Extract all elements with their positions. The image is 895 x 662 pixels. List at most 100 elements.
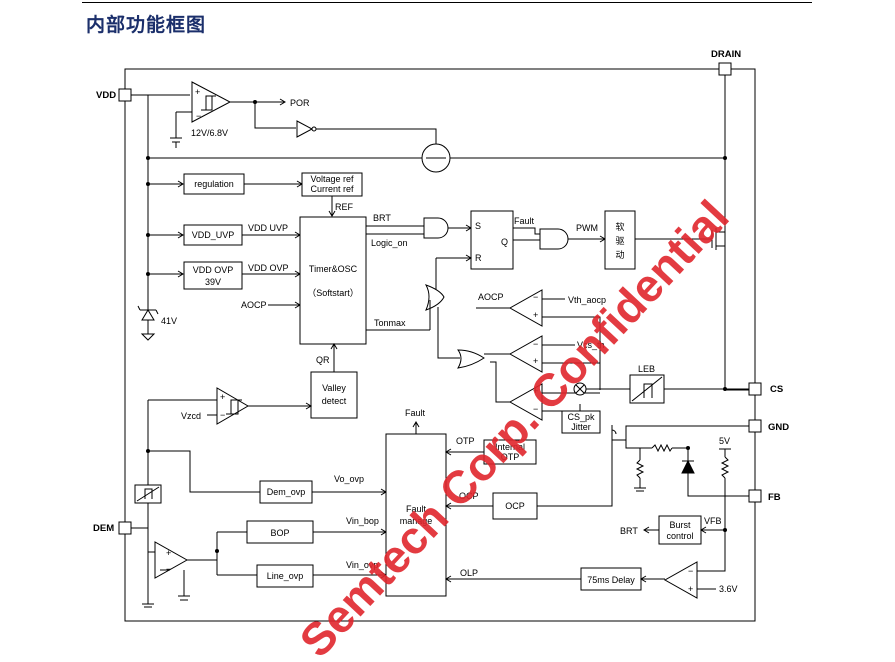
line-ovp-block [256, 564, 314, 588]
zener-diode-icon [137, 305, 159, 341]
ocp-block-label: OCP [505, 501, 525, 511]
internal-otp-label-2: OTP [501, 452, 520, 462]
burst-label: Burst [669, 520, 691, 530]
fb-comparator [663, 561, 698, 599]
header-rule [82, 2, 812, 3]
zener-voltage-label: 41V [161, 316, 177, 326]
five-v-label: 5V [719, 436, 730, 446]
fault-manage-label-1: Fault [406, 504, 427, 514]
pin-fb: FB [748, 489, 781, 503]
uvlo-threshold-label: 12V/6.8V [191, 128, 228, 138]
pin-gnd-label: GND [768, 422, 789, 433]
soft-drive-char-3: 动 [615, 250, 624, 260]
vcs-comparator [508, 335, 543, 373]
sr-s-label: S [475, 221, 481, 231]
svg-text:+: + [195, 87, 200, 97]
delay-label: 75ms Delay [587, 575, 635, 585]
pin-vdd-label: VDD [96, 90, 116, 101]
vdd-uvp-signal: VDD UVP [248, 223, 288, 233]
vcs-th-label: Vcs_th [577, 340, 605, 350]
internal-otp-label-1: Internal [495, 442, 525, 452]
valley-label: Valley [322, 383, 346, 393]
jitter-label: Jitter [571, 422, 591, 432]
cspk-comparator [508, 383, 543, 421]
fb-diode-icon [681, 448, 695, 474]
soft-drive-block [604, 210, 636, 270]
softstart-label: （Softstart） [307, 288, 359, 298]
pin-gnd: GND [748, 419, 789, 433]
current-ref-label: Current ref [310, 184, 354, 194]
timer-osc-label: Timer&OSC [309, 264, 358, 274]
svg-text:−: − [220, 410, 225, 420]
line-ovp-label: Line_ovp [267, 571, 304, 581]
detect-label: detect [322, 396, 347, 406]
svg-text:+: + [533, 356, 538, 366]
vdd-ovp-signal: VDD OVP [248, 263, 289, 273]
vzcd-label: Vzcd [181, 411, 201, 421]
pin-dem: DEM [93, 521, 132, 535]
tonmax-label: Tonmax [374, 318, 406, 328]
pin-drain: DRAIN [711, 49, 741, 76]
vin-ovp-label: Vin_ovp [346, 560, 378, 570]
leb-label: LEB [638, 364, 655, 374]
and-gate-1 [423, 217, 449, 239]
qr-label: QR [316, 355, 330, 365]
page-title: 内部功能框图 [86, 14, 207, 36]
pin-fb-label: FB [768, 492, 781, 503]
svg-text:−: − [533, 404, 538, 414]
por-label: POR [290, 98, 310, 108]
or-gate-2 [457, 349, 485, 369]
brt-top-label: BRT [373, 213, 391, 223]
dem-ovp-label: Dem_ovp [267, 487, 306, 497]
svg-text:+: + [220, 392, 225, 402]
svg-text:+: + [166, 548, 171, 558]
pin-dem-label: DEM [93, 523, 114, 534]
vo-ovp-label: Vo_ovp [334, 474, 364, 484]
uvlo-buffer [296, 120, 440, 151]
svg-text:−: − [533, 339, 538, 349]
fault-manage-label-2: manage [400, 516, 433, 526]
bop-label: BOP [270, 528, 289, 538]
vin-bop-label: Vin_bop [346, 516, 379, 526]
svg-text:−: − [196, 111, 201, 121]
ocp-signal-label: OCP [459, 491, 479, 501]
aocp-output-label: AOCP [478, 292, 504, 302]
aocp-input-label: AOCP [241, 300, 267, 310]
svg-text:+: + [688, 584, 693, 594]
soft-drive-char-2: 驱 [615, 236, 624, 246]
cspk-label: CS_pk [567, 412, 595, 422]
fb-pullup-resistor [720, 456, 730, 479]
pwm-label: PWM [576, 223, 598, 233]
burst-control-block [658, 515, 702, 545]
valley-detect-block [310, 371, 358, 419]
fault-output-label: Fault [405, 408, 426, 418]
and-gate-2 [539, 228, 569, 250]
brt-bottom-label: BRT [620, 526, 638, 536]
vfb-label: VFB [704, 516, 722, 526]
aocp-comparator [508, 289, 543, 327]
pin-vdd: VDD [96, 88, 132, 102]
control-label: control [666, 531, 693, 541]
vdd-uvp-block-label: VDD_UVP [192, 230, 235, 240]
logic-on-label: Logic_on [371, 238, 408, 248]
gnd-shunt-resistor [635, 459, 645, 479]
vdd-ovp-block [183, 261, 243, 290]
svg-text:−: − [166, 564, 171, 574]
regulation-label: regulation [194, 179, 234, 189]
vzcd-comparator [216, 387, 249, 425]
uvlo-comparator: + − [170, 81, 286, 148]
svg-text:−: − [533, 292, 538, 302]
ref-label: REF [335, 202, 354, 212]
sr-q-label: Q [501, 237, 508, 247]
vdd-ovp-block-label: VDD OVP [193, 265, 234, 275]
vth-aocp-label: Vth_aocp [568, 295, 606, 305]
multiplier-icon [573, 382, 630, 396]
vdd-ovp-threshold: 39V [205, 277, 221, 287]
dem-comparator [154, 541, 189, 579]
olp-label: OLP [460, 568, 478, 578]
voltage-ref-label: Voltage ref [310, 174, 354, 184]
sr-latch [470, 210, 514, 270]
power-mosfet-icon [711, 224, 726, 260]
timer-osc-block [299, 216, 367, 345]
